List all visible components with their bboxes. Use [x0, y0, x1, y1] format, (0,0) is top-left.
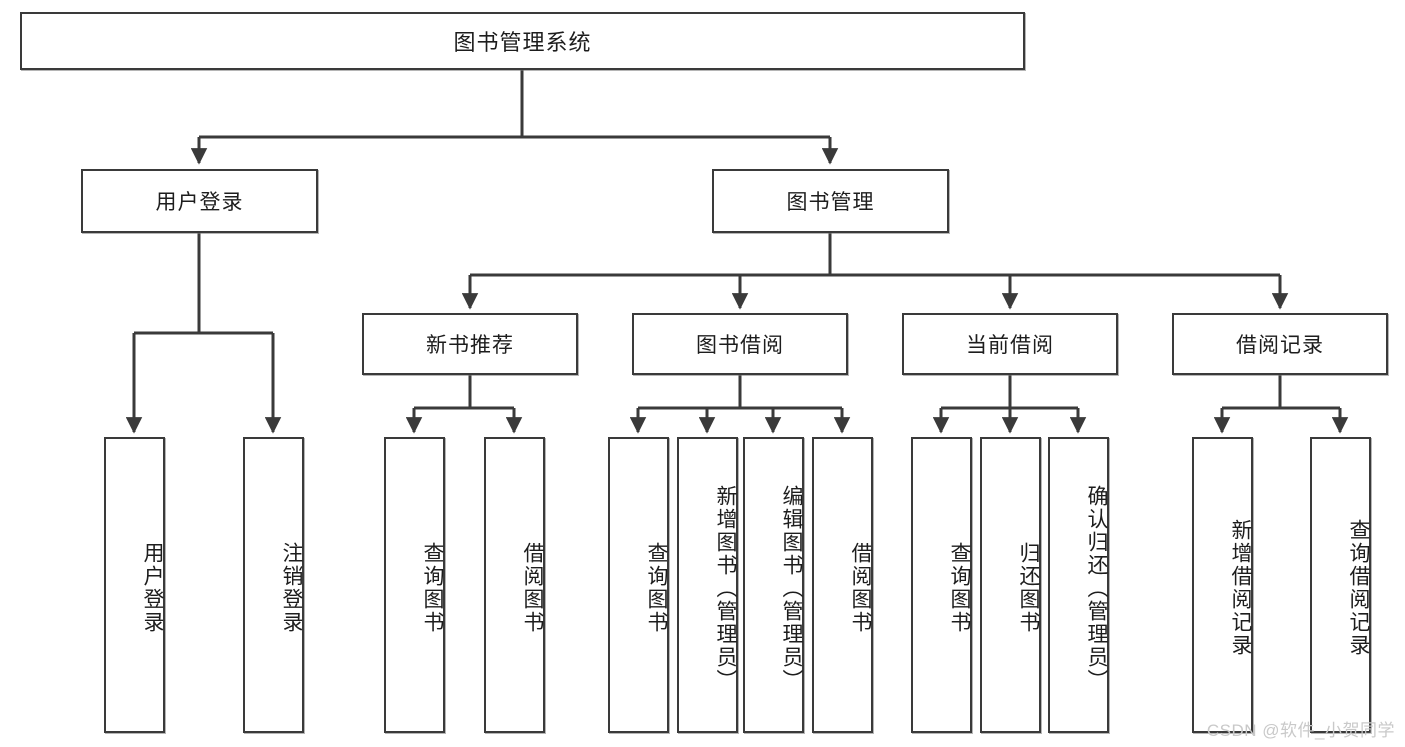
leaf-return-book[interactable]: 归还图书: [980, 437, 1041, 733]
node-new-book-recommend[interactable]: 新书推荐: [362, 313, 578, 375]
leaf-user-login[interactable]: 用户登录: [104, 437, 165, 733]
leaf-query-book-recommend[interactable]: 查询图书: [384, 437, 445, 733]
node-user-login[interactable]: 用户登录: [81, 169, 318, 233]
leaf-query-book-borrow[interactable]: 查询图书: [608, 437, 669, 733]
leaf-add-borrow-record[interactable]: 新增借阅记录: [1192, 437, 1253, 733]
leaf-edit-book-admin[interactable]: 编辑图书（管理员）: [743, 437, 804, 733]
leaf-borrow-book-recommend[interactable]: 借阅图书: [484, 437, 545, 733]
leaf-query-borrow-record[interactable]: 查询借阅记录: [1310, 437, 1371, 733]
leaf-add-book-admin[interactable]: 新增图书（管理员）: [677, 437, 738, 733]
leaf-query-book-current[interactable]: 查询图书: [911, 437, 972, 733]
leaf-logout-login[interactable]: 注销登录: [243, 437, 304, 733]
node-current-borrow[interactable]: 当前借阅: [902, 313, 1118, 375]
leaf-confirm-return-admin[interactable]: 确认归还（管理员）: [1048, 437, 1109, 733]
node-root-system[interactable]: 图书管理系统: [20, 12, 1025, 70]
node-borrow-record[interactable]: 借阅记录: [1172, 313, 1388, 375]
node-book-borrow[interactable]: 图书借阅: [632, 313, 848, 375]
node-book-management[interactable]: 图书管理: [712, 169, 949, 233]
leaf-borrow-book[interactable]: 借阅图书: [812, 437, 873, 733]
